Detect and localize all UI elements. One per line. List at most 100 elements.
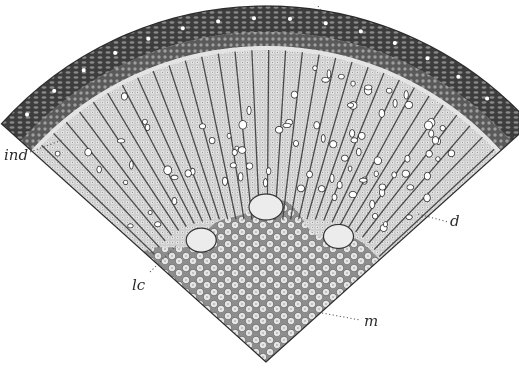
vessel-pore [330, 141, 337, 148]
label-d: d [450, 212, 460, 230]
primary-bundle [186, 228, 216, 252]
vessel-pore [379, 184, 386, 190]
outer-band-pore [359, 29, 363, 33]
vessel-pore [121, 93, 127, 100]
vessel-pore [359, 178, 367, 182]
vessel-pore [347, 103, 353, 107]
vessel-pore [370, 200, 375, 208]
leader-line-m [322, 313, 360, 320]
vessel-pore [440, 125, 445, 131]
vessel-pore [406, 215, 412, 220]
outer-band-pore [146, 37, 150, 41]
vessel-pore [393, 99, 397, 107]
vessel-pore [247, 106, 251, 114]
vessel-pore [128, 224, 133, 228]
vessel-pore [404, 91, 408, 99]
vessel-pore [332, 194, 337, 201]
vessel-pore [97, 166, 102, 173]
primary-bundle [324, 224, 354, 248]
vessel-pore [238, 147, 246, 154]
vessel-pore [374, 157, 381, 165]
outer-band-pore [252, 16, 256, 20]
vessel-pore [199, 124, 205, 129]
vessel-pore [171, 175, 178, 179]
vessel-pore [338, 74, 344, 79]
label-m: m [364, 312, 378, 330]
outer-band-pore [324, 21, 328, 25]
label-ind: ind [4, 146, 28, 164]
outer-band-pore [181, 26, 185, 30]
vessel-pore [426, 150, 432, 157]
vessel-pore [405, 101, 413, 108]
vessel-pore [148, 211, 152, 215]
outer-band-pore [113, 51, 117, 55]
vessel-pore [246, 163, 253, 170]
vessel-pore [383, 222, 387, 227]
vessel-pore [307, 171, 313, 178]
vessel-pore [407, 185, 414, 190]
vessel-pore [314, 122, 320, 129]
vessel-pore [124, 180, 128, 184]
vessel-pore [230, 163, 236, 168]
vessel-pore [222, 177, 227, 185]
outer-band-pore [393, 41, 397, 45]
vessel-pore [392, 172, 397, 178]
vessel-pore [379, 109, 385, 117]
vessel-pore [55, 151, 60, 156]
vessel-pore [209, 137, 215, 143]
vessel-pore [365, 85, 372, 90]
vessel-pore [235, 146, 239, 150]
vessel-pore [164, 166, 172, 175]
outer-band-pore [425, 56, 429, 60]
vessel-pore [405, 155, 410, 162]
vessel-pore [429, 130, 434, 137]
vessel-pore [142, 119, 147, 124]
vessel-pore [448, 150, 455, 157]
vessel-pore [238, 173, 243, 181]
outer-band-pore [288, 17, 292, 21]
vessel-pore [117, 139, 125, 143]
vessel-pore [293, 141, 298, 147]
vessel-pore [185, 170, 191, 177]
vessel-pore [327, 70, 331, 78]
vessel-pore [337, 181, 342, 188]
vessel-pore [291, 91, 298, 98]
label-lc: lc [132, 276, 146, 294]
vessel-pore [356, 148, 361, 155]
vessel-pore [283, 123, 291, 127]
vessel-pore [321, 135, 325, 143]
vessel-pore [155, 222, 161, 227]
vessel-pore [275, 126, 282, 133]
vessel-pore [318, 186, 325, 192]
vessel-pore [227, 133, 231, 138]
outer-band-pore [216, 19, 220, 23]
vessel-pore [402, 170, 409, 177]
vessel-pore [172, 198, 177, 205]
vessel-pore [351, 81, 355, 86]
outer-band-pore [485, 96, 489, 100]
vessel-pore [386, 88, 392, 93]
vessel-pore [297, 185, 304, 192]
vessel-pore [322, 77, 330, 82]
outer-band-pore [25, 113, 29, 117]
vessel-pore [424, 194, 431, 202]
vessel-pore [263, 179, 267, 187]
vessel-pore [374, 171, 378, 176]
vessel-pore [373, 213, 378, 219]
vessel-pore [313, 66, 317, 71]
vessel-pore [239, 120, 247, 129]
vessel-pore [145, 124, 150, 130]
outer-band-pore [52, 89, 56, 93]
outer-band-pore [82, 68, 86, 72]
vessel-pore [432, 137, 438, 144]
vessel-pore [266, 168, 271, 175]
vessel-pore [424, 172, 430, 180]
primary-bundle [249, 194, 283, 220]
vessel-pore [348, 166, 352, 171]
vessel-pore [330, 174, 334, 183]
vessel-pore [351, 138, 358, 143]
vessel-pore [85, 148, 92, 155]
vessel-pore [350, 130, 355, 138]
vessel-pore [436, 157, 440, 162]
